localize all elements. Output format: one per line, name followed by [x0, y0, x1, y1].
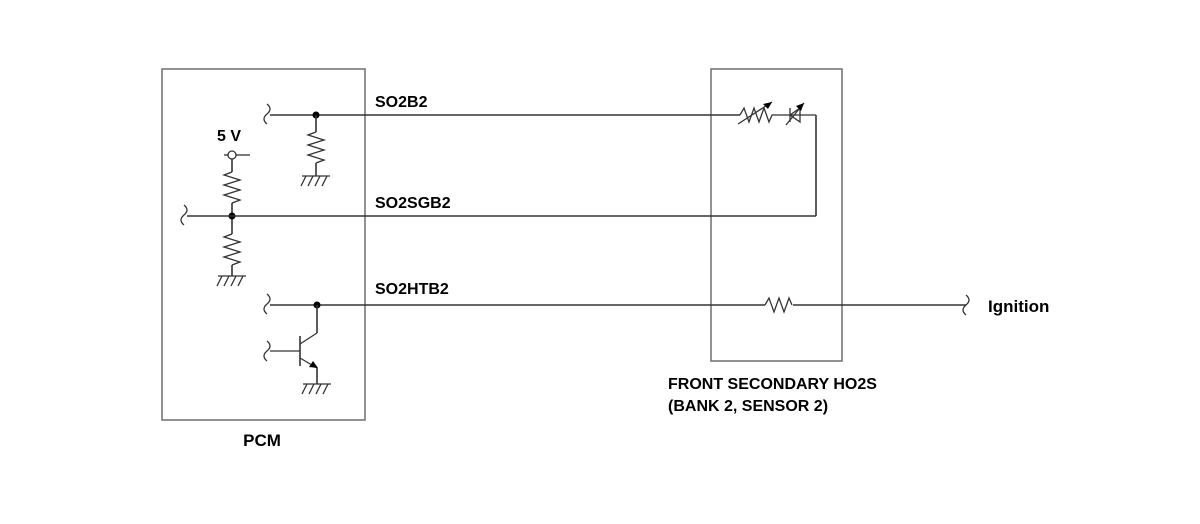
supply-terminal — [227, 150, 237, 160]
supply-label: 5 V — [217, 128, 241, 145]
pcm-box — [161, 68, 366, 421]
sensor-element — [737, 101, 817, 216]
pulldown-resistor — [305, 131, 327, 164]
heater-resistor — [764, 296, 793, 314]
so2htb2-label: SO2HTB2 — [375, 281, 449, 298]
pcm-label: PCM — [243, 431, 281, 450]
break-mark — [180, 204, 188, 226]
sensor-block: FRONT SECONDARY HO2S (BANK 2, SENSOR 2) — [668, 68, 877, 415]
so2b2-circuit: SO2B2 — [263, 94, 740, 187]
ground-symbol — [216, 275, 246, 287]
ground-symbol — [301, 383, 331, 395]
break-mark — [263, 103, 271, 125]
variable-resistor — [739, 106, 786, 124]
pcm-block: PCM — [161, 68, 366, 450]
break-mark — [962, 294, 970, 316]
sensor-box — [710, 68, 843, 362]
so2b2-label: SO2B2 — [375, 94, 428, 111]
so2htb2-circuit: SO2HTB2 Ignition — [263, 281, 1049, 395]
break-mark — [263, 293, 271, 315]
so2sgb2-label: SO2SGB2 — [375, 195, 451, 212]
pullup-resistor — [221, 171, 243, 204]
so2sgb2-circuit: 5 V SO2SGB2 — [180, 128, 816, 287]
divider-resistor — [221, 233, 243, 266]
sensor-title-line2: (BANK 2, SENSOR 2) — [668, 398, 828, 415]
break-mark — [263, 340, 271, 362]
ground-symbol — [300, 175, 330, 187]
sensor-title-line1: FRONT SECONDARY HO2S — [668, 376, 877, 393]
driver-transistor — [263, 332, 318, 384]
ignition-label: Ignition — [988, 297, 1049, 316]
